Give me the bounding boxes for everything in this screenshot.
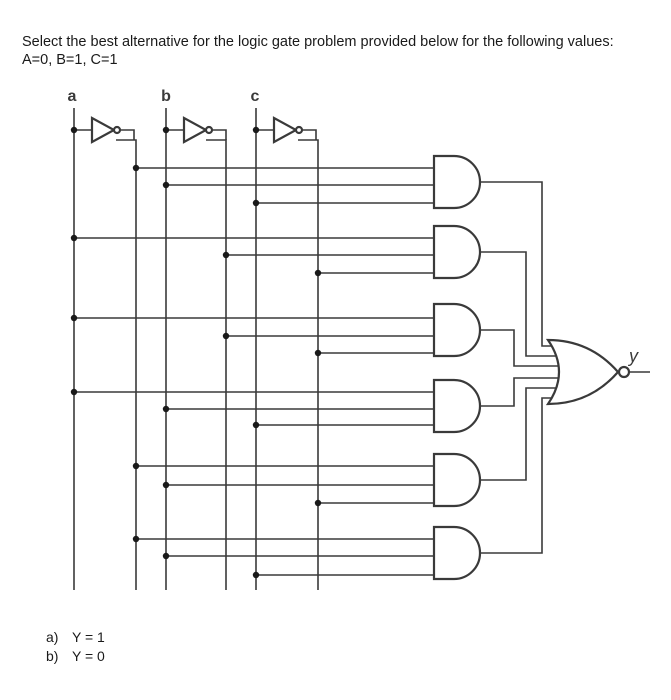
wire-network xyxy=(73,108,650,590)
inverter-a-icon xyxy=(90,116,117,144)
and-gate-6-icon xyxy=(432,525,482,581)
and-gate-3-output-wire xyxy=(480,329,562,367)
junction-dot xyxy=(222,332,230,340)
junction-dot xyxy=(222,251,230,259)
junction-dot xyxy=(70,126,78,134)
option-a[interactable]: a) Y = 1 xyxy=(46,628,105,647)
junction-dot xyxy=(132,164,140,172)
inverter-a-bubble xyxy=(112,125,122,135)
or-gate-icon xyxy=(545,338,620,406)
and-gate-3-icon xyxy=(432,302,482,358)
output-label-y: y xyxy=(627,346,639,366)
junction-dot xyxy=(162,181,170,189)
option-b-text: Y = 0 xyxy=(72,648,105,664)
answer-options: a) Y = 1 b) Y = 0 xyxy=(46,628,105,666)
option-b[interactable]: b) Y = 0 xyxy=(46,647,105,666)
bus-not-b-wire xyxy=(206,139,227,590)
input-label-c: c xyxy=(251,88,260,105)
label-layer: a b c y xyxy=(68,88,639,366)
junction-dot xyxy=(252,126,260,134)
and-gate-4-output-wire xyxy=(480,377,562,407)
question-line-1: Select the best alternative for the logi… xyxy=(22,34,614,50)
junction-dot xyxy=(162,552,170,560)
or-gate-bubble xyxy=(617,365,631,379)
inverter-c-icon xyxy=(272,116,299,144)
input-label-b: b xyxy=(161,88,171,105)
junction-dot xyxy=(314,499,322,507)
bus-not-a-wire xyxy=(116,139,137,590)
inverter-b-bubble xyxy=(204,125,214,135)
and-gate-5-output-wire xyxy=(480,387,562,481)
inverter-c-bubble xyxy=(294,125,304,135)
option-a-text: Y = 1 xyxy=(72,629,105,645)
junction-dot xyxy=(314,269,322,277)
junction-dot xyxy=(252,571,260,579)
question-text: Select the best alternative for the logi… xyxy=(22,33,662,69)
junction-dot xyxy=(162,126,170,134)
junction-dot xyxy=(162,481,170,489)
inverter-b-icon xyxy=(182,116,209,144)
junction-dot xyxy=(252,199,260,207)
junction-dot xyxy=(132,462,140,470)
and-gate-2-icon xyxy=(432,224,482,280)
and-gate-6-output-wire xyxy=(480,397,562,554)
junction-dot xyxy=(162,405,170,413)
and-gate-2-output-wire xyxy=(480,251,562,357)
inverter-b-output-wire xyxy=(212,129,227,140)
option-a-letter: a) xyxy=(46,629,59,645)
junction-dot xyxy=(252,421,260,429)
and-gate-1-icon xyxy=(432,154,482,210)
junction-dot xyxy=(70,234,78,242)
gate-layer xyxy=(90,116,631,581)
bus-not-c-wire xyxy=(298,139,319,590)
and-gate-4-icon xyxy=(432,378,482,434)
option-b-letter: b) xyxy=(46,648,59,664)
input-label-a: a xyxy=(68,88,77,105)
question-values: A=0, B=1, C=1 xyxy=(22,52,118,68)
and-gate-5-icon xyxy=(432,452,482,508)
inverter-a-output-wire xyxy=(120,129,135,140)
junction-dot xyxy=(70,388,78,396)
inverter-c-output-wire xyxy=(302,129,317,140)
junction-dot xyxy=(70,314,78,322)
junction-dot xyxy=(132,535,140,543)
and-gate-1-output-wire xyxy=(480,181,562,347)
junction-dots xyxy=(70,126,322,579)
junction-dot xyxy=(314,349,322,357)
